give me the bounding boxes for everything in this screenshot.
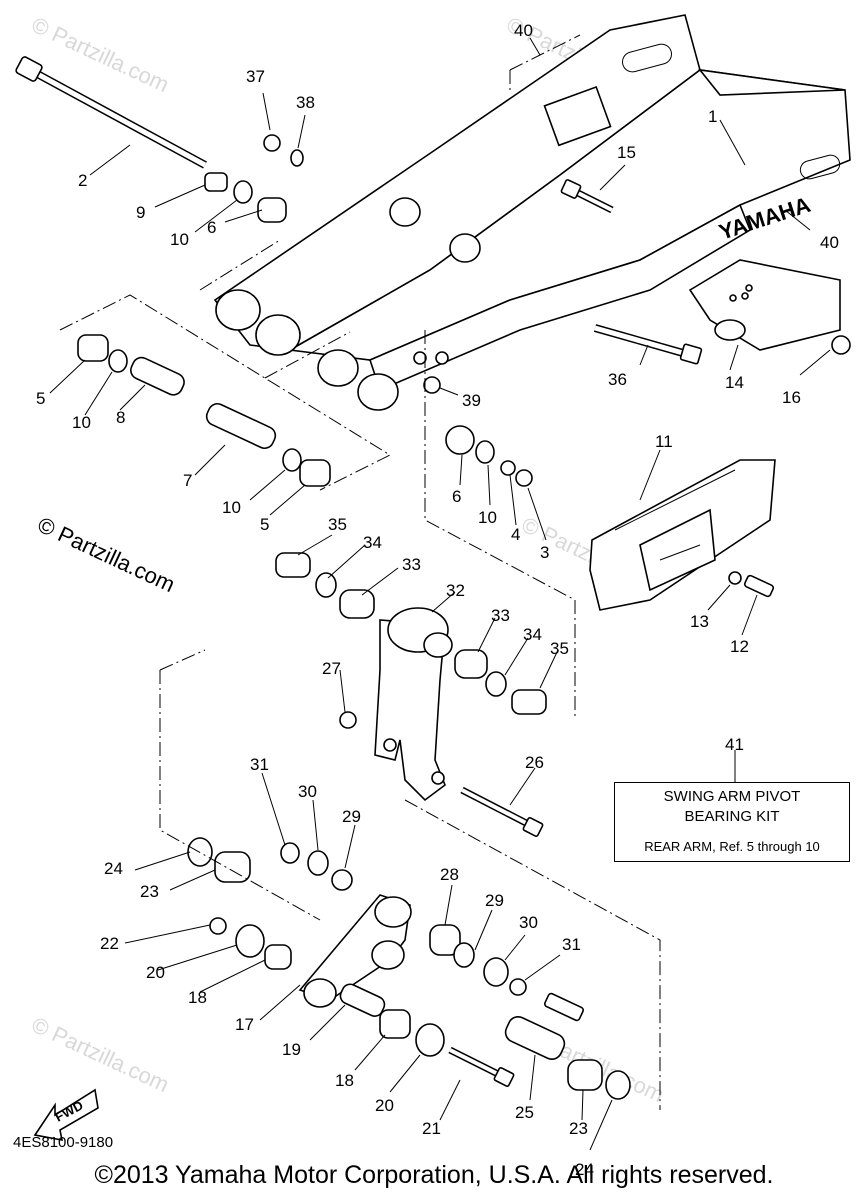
callout-30: 30 (519, 913, 538, 932)
bearings-and-seals (77, 134, 851, 598)
copyright-notice: ©2013 Yamaha Motor Corporation, U.S.A. A… (94, 1161, 774, 1189)
callout-33: 33 (491, 606, 510, 625)
chain-guide (688, 259, 841, 351)
callout-20: 20 (375, 1096, 394, 1115)
callout-27: 27 (322, 659, 341, 678)
callout-10: 10 (170, 230, 189, 249)
relay-arm (275, 552, 547, 802)
leader-lines (49, 37, 831, 1151)
callout-2: 2 (78, 171, 87, 190)
axle-bolt (593, 324, 703, 365)
lower-bolt (448, 1046, 515, 1087)
callout-4: 4 (511, 525, 520, 544)
diagram-code: 4ES8100-9180 (13, 1134, 113, 1151)
kit-title-line2: BEARING KIT (684, 808, 780, 825)
callout-numbers: 1 2 3 4 5 5 6 6 7 8 9 10 10 10 10 11 12 … (36, 21, 839, 1179)
callout-8: 8 (116, 408, 125, 427)
callout-11: 11 (655, 432, 673, 451)
callout-15: 15 (617, 143, 636, 162)
callout-34: 34 (363, 533, 382, 552)
callout-17: 17 (235, 1015, 254, 1034)
callout-22: 22 (100, 934, 119, 953)
callout-38: 38 (296, 93, 315, 112)
callout-10: 10 (222, 498, 241, 517)
connecting-rod (298, 894, 412, 1008)
callout-35: 35 (550, 639, 569, 658)
callout-23: 23 (140, 882, 159, 901)
callout-36: 36 (608, 370, 627, 389)
callout-7: 7 (183, 471, 192, 490)
bearing-kit-box: SWING ARM PIVOT BEARING KIT REAR ARM, Re… (614, 782, 850, 862)
callout-33: 33 (402, 555, 421, 574)
callout-24: 24 (575, 1160, 594, 1179)
watermark: © Partzilla.com (28, 1012, 173, 1097)
callout-34: 34 (523, 625, 542, 644)
callout-1: 1 (708, 107, 717, 126)
callout-31: 31 (250, 755, 269, 774)
callout-3: 3 (540, 543, 549, 562)
fwd-arrow-icon: FWD (33, 1088, 99, 1142)
callout-31: 31 (562, 935, 581, 954)
callout-10: 10 (478, 508, 497, 527)
callout-32: 32 (446, 581, 465, 600)
callout-9: 9 (136, 203, 145, 222)
callout-39: 39 (462, 391, 481, 410)
callout-13: 13 (690, 612, 709, 631)
callout-20: 20 (146, 963, 165, 982)
callout-18: 18 (335, 1071, 354, 1090)
callout-24: 24 (104, 859, 123, 878)
callout-37: 37 (246, 67, 265, 86)
kit-title-line1: SWING ARM PIVOT (663, 788, 801, 805)
callout-26: 26 (525, 753, 544, 772)
chain-slider (589, 459, 776, 611)
callout-35: 35 (328, 515, 347, 534)
pivot-shaft (15, 56, 207, 169)
callout-5: 5 (36, 389, 45, 408)
lower-bearings (187, 837, 631, 1100)
callout-10: 10 (72, 413, 91, 432)
callout-25: 25 (515, 1103, 534, 1122)
callout-6: 6 (452, 487, 461, 506)
callout-19: 19 (282, 1040, 301, 1059)
callout-5: 5 (260, 515, 269, 534)
kit-note: REAR ARM, Ref. 5 through 10 (644, 839, 820, 854)
callout-29: 29 (485, 891, 504, 910)
bolt (560, 179, 614, 214)
swing-arm: YAMAHA (213, 14, 851, 411)
callout-41: 41 (725, 735, 744, 754)
callout-23: 23 (569, 1119, 588, 1138)
callout-6: 6 (207, 218, 216, 237)
callout-28: 28 (440, 865, 459, 884)
callout-14: 14 (725, 373, 744, 392)
callout-18: 18 (188, 988, 207, 1007)
callout-30: 30 (298, 782, 317, 801)
assembly-lines (59, 34, 661, 1110)
callout-40: 40 (514, 21, 533, 40)
callout-16: 16 (782, 388, 801, 407)
callout-12: 12 (730, 637, 749, 656)
partzilla-watermark: © Partzilla.com (34, 512, 179, 597)
callout-29: 29 (342, 807, 361, 826)
callout-21: 21 (422, 1119, 441, 1138)
relay-bolt (460, 786, 544, 837)
callout-40: 40 (820, 233, 839, 252)
